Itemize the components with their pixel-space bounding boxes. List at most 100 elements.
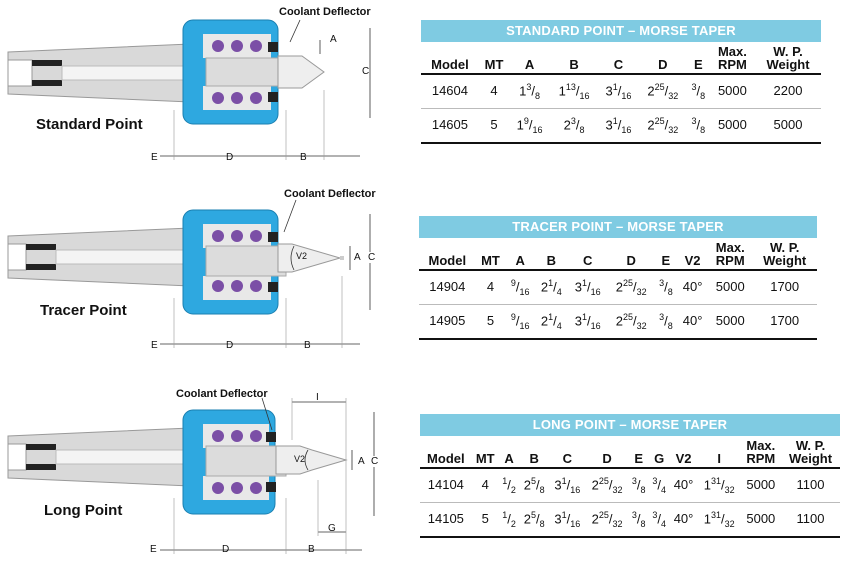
column-header: G [648,436,670,469]
column-header: A [498,436,520,469]
column-header: D [638,42,687,75]
deflector-label: Coolant Deflector [284,188,376,200]
dim-v2-label: V2 [296,251,308,261]
column-header: B [519,436,550,469]
column-header: E [654,238,678,271]
table-cell: 4 [471,468,499,503]
table-cell: 3/8 [654,304,678,340]
panel-label: Standard Point [36,116,143,133]
table-cell: 3/8 [628,468,649,503]
column-header: C [598,42,639,75]
table-title: LONG POINT – MORSE TAPER [420,414,840,436]
table-cell: 225/32 [585,502,629,538]
deflector-label: Coolant Deflector [176,388,268,400]
table-cell: 3/8 [628,502,649,538]
column-header: W. P.Weight [755,42,821,75]
dim-b-label: B [308,544,315,555]
column-header: V2 [677,238,709,271]
table-cell: 31/16 [549,502,586,538]
table-cell: 3/8 [686,108,710,144]
dim-b-label: B [304,340,311,351]
column-header: B [534,238,568,271]
dim-a-label: A [330,34,337,45]
table-cell: 1100 [781,502,840,538]
table-cell: 4 [475,270,506,305]
table-cell: 225/32 [607,304,655,340]
table-cell: 1100 [781,468,840,503]
dim-b-label: B [300,152,307,163]
table-cell: 14105 [420,502,472,538]
table-cell: 25/8 [519,468,550,503]
column-header: Max.RPM [740,436,782,469]
table-cell: 14905 [419,304,476,340]
table-cell: 5000 [708,270,753,305]
table-cell: 3/4 [648,502,670,538]
table-cell: 5000 [708,304,753,340]
table-cell: 2200 [755,74,821,109]
dim-i-label: I [316,392,319,403]
table-cell: 9/16 [505,304,535,340]
column-header: A [505,238,535,271]
table-cell: 14104 [420,468,472,503]
table-cell: 19/16 [509,108,550,144]
table-cell: 31/16 [598,108,639,144]
table-cell: 5 [475,304,506,340]
table-cell: 1700 [752,304,817,340]
table-cell: 14604 [421,74,479,109]
table-cell: 3/8 [686,74,710,109]
table-cell: 9/16 [505,270,535,305]
column-header: Max.RPM [709,42,755,75]
column-header: Max.RPM [708,238,753,271]
table-title: STANDARD POINT – MORSE TAPER [421,20,821,42]
table-cell: 5000 [709,74,755,109]
dim-e-label: E [151,340,158,351]
dim-d-label: D [226,340,234,351]
table-cell: 113/16 [549,74,599,109]
column-header: Model [419,238,476,271]
table-cell: 31/16 [567,304,608,340]
dim-e-label: E [151,152,158,163]
dim-a-label: A [358,456,365,467]
standard-point-drawing: Coolant Deflector Standard Point E D B A… [0,0,420,190]
table-cell: 5000 [740,468,782,503]
table-cell: 23/8 [549,108,599,144]
column-header: Model [420,436,472,469]
table-cell: 5 [471,502,499,538]
table-cell: 40° [669,468,698,503]
panel-label: Long Point [44,502,123,519]
table-cell: 3/4 [648,468,670,503]
table-cell: 5000 [755,108,821,144]
column-header: MT [475,238,506,271]
dim-d-label: D [222,544,230,555]
column-header: MT [478,42,510,75]
table-cell: 14904 [419,270,476,305]
column-header: B [549,42,599,75]
dim-a-label: A [354,252,361,263]
table-cell: 21/4 [534,304,568,340]
table-cell: 31/16 [598,74,639,109]
dim-e-label: E [150,544,157,555]
deflector-label: Coolant Deflector [279,6,371,18]
table-cell: 31/16 [549,468,586,503]
table-cell: 5000 [709,108,755,144]
table-cell: 25/8 [519,502,550,538]
column-header: W. P.Weight [752,238,817,271]
column-header: Model [421,42,479,75]
dim-d-label: D [226,152,234,163]
table-cell: 5000 [740,502,782,538]
table-cell: 40° [677,270,709,305]
table-cell: 3/8 [654,270,678,305]
